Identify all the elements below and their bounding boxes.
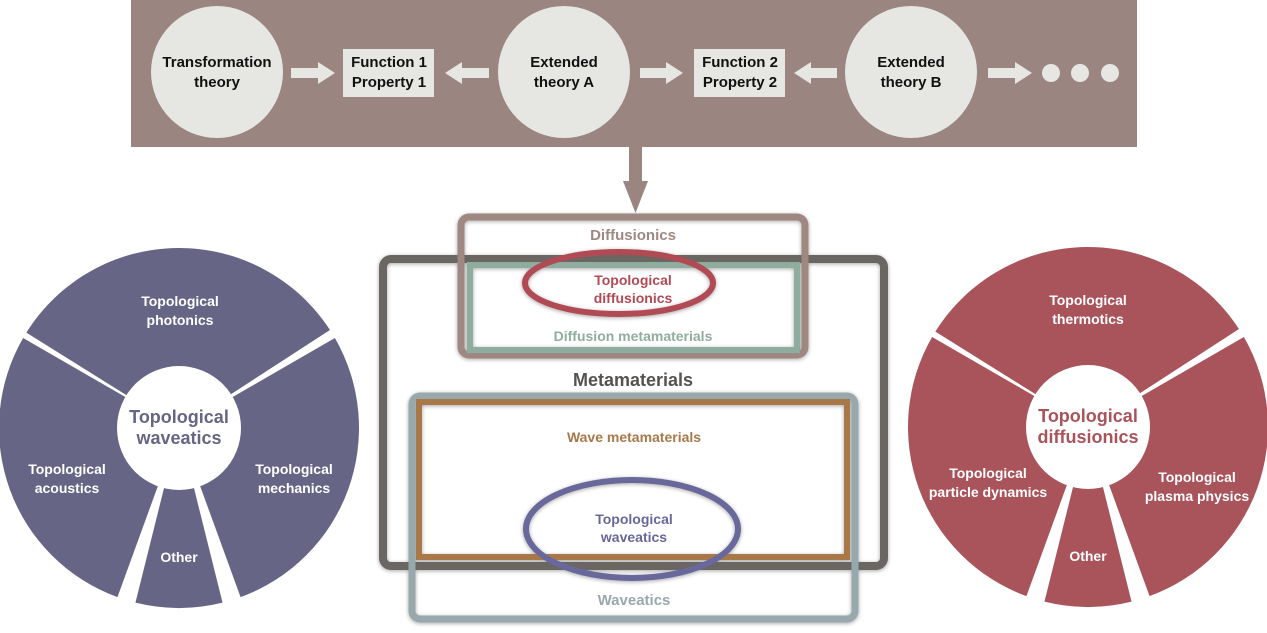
topological-diffusionics-label-line2: diffusionics (594, 290, 673, 306)
node-circle (845, 6, 977, 138)
wheel-center (117, 366, 241, 490)
wheel-segment-acoustics (0, 338, 162, 598)
topological-diffusionics-wheel: Topological diffusionics Topological the… (908, 246, 1267, 607)
node-label-line2: Property 1 (352, 74, 426, 91)
wheel-segment-other (135, 476, 223, 609)
wheel-segment-plasma-physics (1105, 337, 1267, 597)
segment-label-thermotics-line1: Topological (1049, 292, 1127, 308)
topological-waveatics-label-line1: Topological (595, 511, 673, 527)
wave-metamaterials-frame (416, 399, 850, 560)
topological-diffusionics-ellipse (522, 249, 716, 317)
topological-waveatics-label-line2: waveatics (600, 529, 667, 545)
segment-label-mechanics-line1: Topological (255, 461, 333, 477)
wheel-center-label-line2: diffusionics (1037, 427, 1138, 447)
node-box (343, 49, 434, 97)
arrow-left-icon (445, 62, 489, 84)
node-transformation-theory: Transformation theory (151, 6, 283, 138)
node-label-line2: theory A (534, 74, 594, 91)
segment-label-acoustics-line2: acoustics (35, 480, 100, 496)
topological-diffusionics-label-line1: Topological (594, 272, 672, 288)
wave-metamaterials-label: Wave metamaterials (567, 429, 701, 445)
node-circle (151, 6, 283, 138)
wheel-center-label-line2: waveatics (135, 428, 221, 448)
diffusionics-label: Diffusionics (590, 227, 676, 244)
diffusionics-frame (457, 213, 809, 359)
segment-label-acoustics-line1: Topological (28, 461, 106, 477)
node-label-line1: Extended (877, 54, 945, 71)
arrow-down-icon (623, 146, 648, 213)
segment-label-photonics-line2: photonics (147, 312, 214, 328)
arrow-left-icon (794, 62, 837, 84)
node-function-1: Function 1 Property 1 (343, 49, 434, 97)
segment-label-other: Other (160, 549, 198, 565)
node-extended-theory-b: Extended theory B (845, 6, 977, 138)
segment-label-particle-dynamics-line1: Topological (949, 465, 1027, 481)
segment-label-photonics-line1: Topological (141, 293, 219, 309)
node-function-2: Function 2 Property 2 (694, 49, 785, 97)
ellipsis-dots-icon (1042, 64, 1119, 82)
segment-label-particle-dynamics-line2: particle dynamics (929, 484, 1047, 500)
wheel-center-label-line1: Topological (129, 407, 229, 427)
arrow-right-icon (291, 62, 335, 84)
node-label-line1: Function 1 (351, 54, 427, 71)
metamaterials-label: Metamaterials (573, 370, 693, 390)
arrow-right-icon (640, 62, 683, 84)
segment-label-thermotics-line2: thermotics (1052, 311, 1124, 327)
segment-label-plasma-physics-line1: Topological (1158, 469, 1236, 485)
venn-labels: Diffusionics Topological diffusionics Di… (554, 227, 713, 609)
topological-waveatics-ellipse (523, 477, 741, 581)
waveatics-label: Waveatics (598, 592, 671, 609)
diffusion-metamaterials-label: Diffusion metamaterials (554, 328, 713, 344)
wheel-center-label-line1: Topological (1038, 406, 1138, 426)
node-label-line1: Extended (530, 54, 598, 71)
node-label-line1: Function 2 (702, 54, 778, 71)
theory-flow-banner: Transformation theory Function 1 Propert… (131, 0, 1137, 147)
waveatics-frame (408, 392, 859, 623)
metamaterials-frame (379, 255, 888, 570)
node-label-line1: Transformation (162, 54, 271, 71)
segment-label-other: Other (1069, 548, 1107, 564)
diffusion-metamaterials-frame (467, 262, 800, 353)
wheel-segment-particle-dynamics (908, 337, 1071, 597)
arrow-right-icon (988, 62, 1032, 84)
node-circle (498, 6, 630, 138)
segment-label-mechanics-line2: mechanics (258, 480, 331, 496)
wheel-segment-mechanics (196, 338, 360, 598)
wheel-center (1026, 365, 1150, 489)
wheel-segment-thermotics (935, 246, 1239, 401)
node-label-line2: theory B (881, 74, 942, 91)
node-extended-theory-a: Extended theory A (498, 6, 630, 138)
node-label-line2: theory (194, 74, 241, 91)
venn-diagram (379, 213, 888, 623)
node-box (694, 49, 785, 97)
node-label-line2: Property 2 (703, 74, 777, 91)
topological-waveatics-wheel: Topological waveatics Topological photon… (0, 247, 360, 609)
wheel-segment-other (1044, 475, 1132, 607)
wheel-segment-photonics (26, 247, 330, 402)
segment-label-plasma-physics-line2: plasma physics (1145, 488, 1249, 504)
